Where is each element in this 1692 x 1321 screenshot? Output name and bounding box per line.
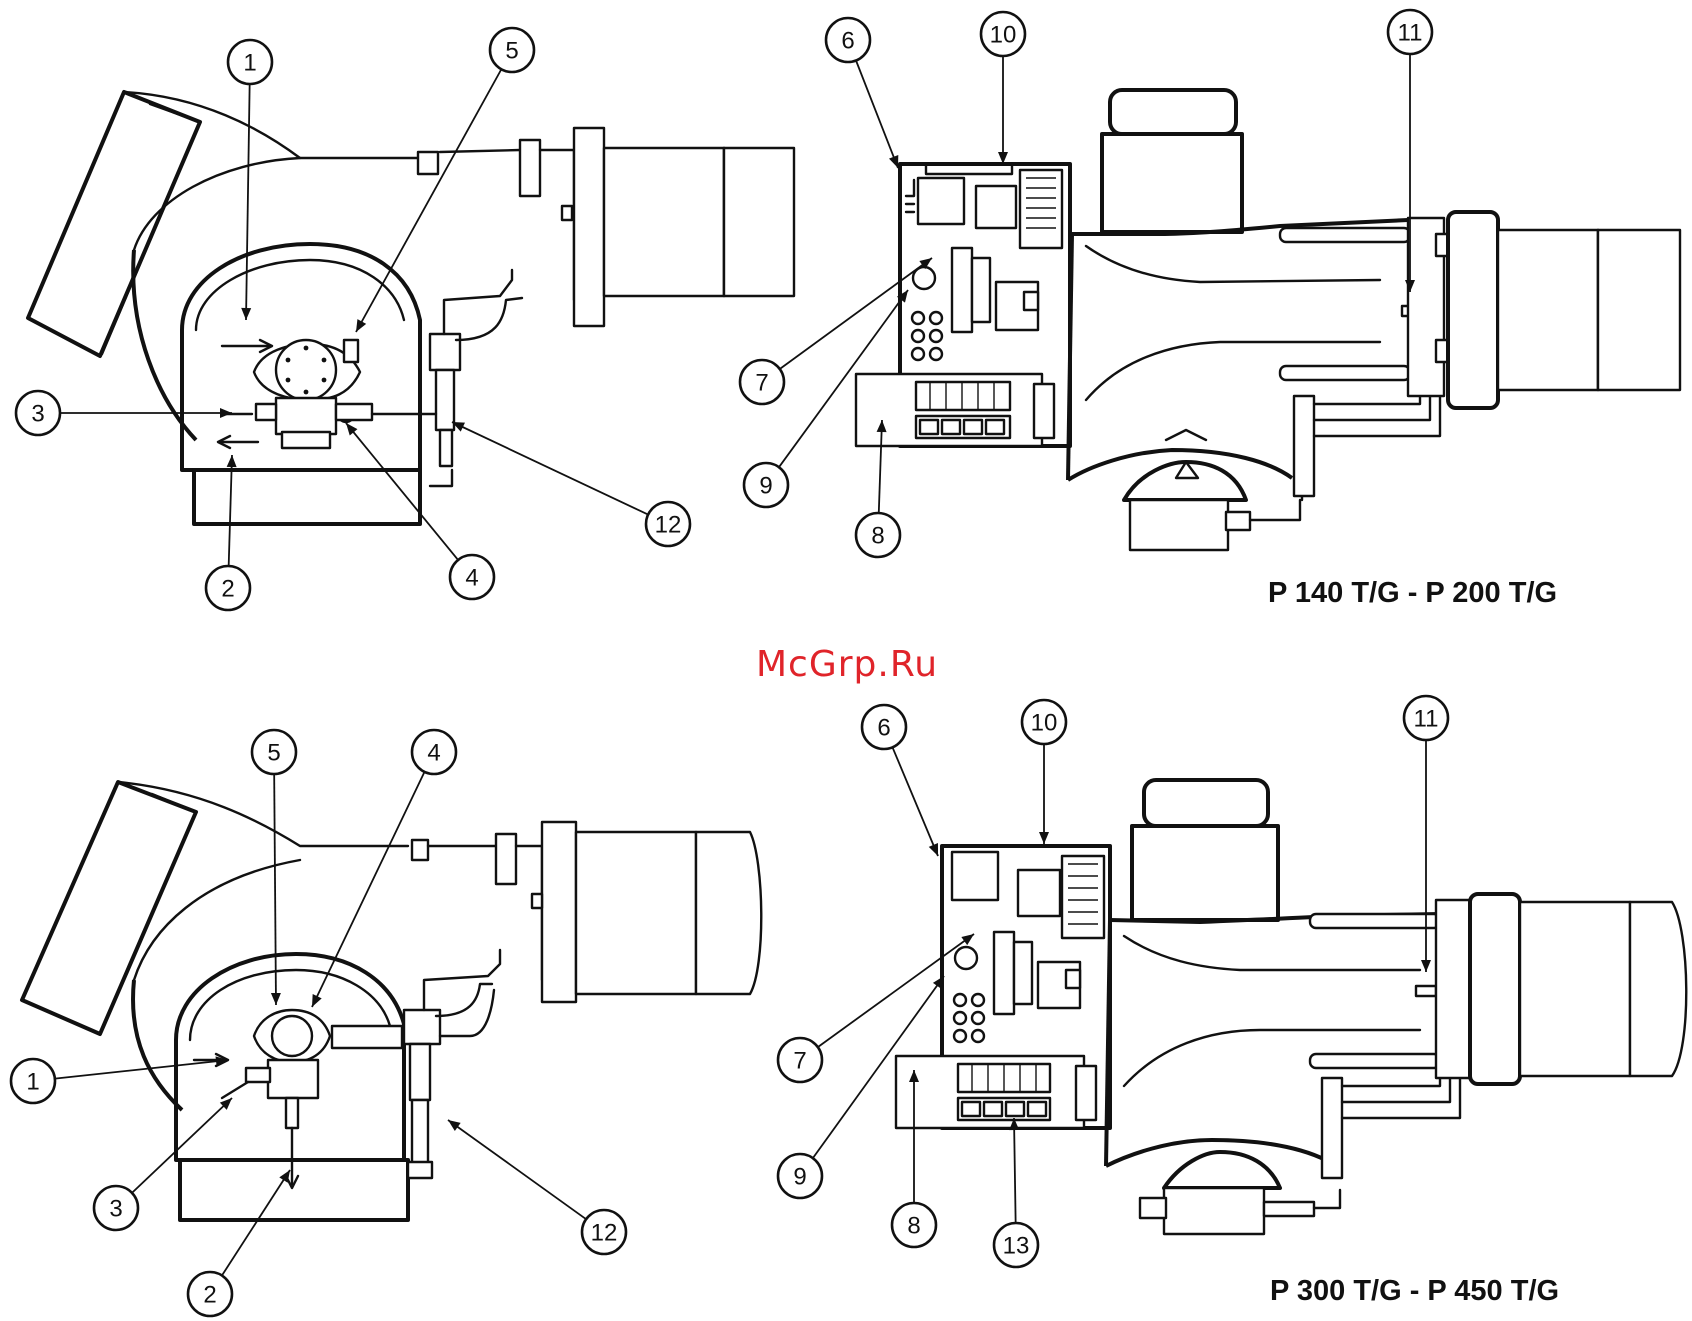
caption-top-model: P 140 T/G - P 200 T/G — [1268, 577, 1557, 609]
callout-top-right-10: 10 — [981, 12, 1025, 164]
callout-arrowhead — [241, 308, 251, 320]
callout-number: 9 — [793, 1164, 806, 1191]
callout-number: 6 — [877, 715, 890, 742]
burner-bottom-left-drawing — [22, 782, 761, 1220]
callout-bottom-left-4: 4 — [312, 730, 456, 1007]
callout-number: 2 — [221, 576, 234, 603]
callout-bottom-right-10: 10 — [1022, 700, 1066, 844]
callout-number: 8 — [871, 523, 884, 550]
callout-number: 13 — [1003, 1233, 1030, 1260]
callout-number: 12 — [591, 1220, 618, 1247]
callout-number: 4 — [465, 565, 478, 592]
callout-top-left-12: 12 — [452, 422, 690, 546]
callout-number: 5 — [267, 740, 280, 767]
callout-leader-line — [892, 747, 938, 856]
callout-leader-line — [448, 1120, 586, 1219]
callout-bottom-right-13: 13 — [994, 1118, 1038, 1267]
callout-number: 3 — [109, 1196, 122, 1223]
watermark-text: McGrp.Ru — [756, 644, 938, 685]
callout-arrowhead — [961, 934, 974, 945]
callout-number: 7 — [755, 370, 768, 397]
callout-number: 9 — [759, 473, 772, 500]
callout-leader-line — [780, 258, 932, 369]
callout-number: 6 — [841, 28, 854, 55]
callout-bottom-left-2: 2 — [188, 1170, 290, 1316]
callout-arrowhead — [448, 1120, 461, 1131]
callout-number: 3 — [31, 401, 44, 428]
callout-arrowhead — [929, 843, 938, 856]
callout-number: 11 — [1414, 706, 1439, 733]
callout-arrowhead — [889, 155, 898, 168]
burner-top-right-drawing — [856, 90, 1680, 550]
callout-arrowhead — [1039, 832, 1049, 844]
callout-number: 4 — [427, 740, 440, 767]
callout-number: 5 — [505, 38, 518, 65]
callout-number: 2 — [203, 1282, 216, 1309]
callout-leader-line — [356, 69, 501, 332]
callout-top-right-6: 6 — [826, 18, 898, 168]
callout-top-left-3: 3 — [16, 391, 232, 435]
callout-bottom-left-5: 5 — [252, 730, 296, 1005]
callout-top-left-2: 2 — [206, 455, 250, 610]
callout-number: 10 — [990, 22, 1017, 49]
callout-number: 10 — [1031, 710, 1058, 737]
callout-leader-line — [246, 84, 250, 320]
callout-number: 7 — [793, 1048, 806, 1075]
burner-top-left-drawing — [28, 92, 794, 524]
callout-number: 11 — [1398, 20, 1423, 47]
callout-leader-line — [818, 934, 974, 1047]
callout-leader-line — [1014, 1118, 1016, 1223]
callout-number: 12 — [655, 512, 682, 539]
callout-number: 1 — [26, 1069, 39, 1096]
callout-leader-line — [222, 1170, 290, 1276]
callout-leader-line — [856, 60, 898, 168]
callout-leader-line — [55, 1060, 228, 1079]
callout-arrowhead — [271, 993, 281, 1005]
callout-bottom-right-6: 6 — [862, 705, 938, 856]
callout-arrowhead — [1421, 960, 1431, 972]
callout-leader-line — [452, 422, 648, 515]
callout-bottom-left-3: 3 — [94, 1098, 232, 1230]
callout-number: 1 — [243, 50, 256, 77]
callout-leader-line — [312, 772, 425, 1007]
callout-number: 8 — [907, 1213, 920, 1240]
callout-arrowhead — [227, 455, 237, 467]
caption-bottom-model: P 300 T/G - P 450 T/G — [1270, 1275, 1559, 1307]
callout-arrowhead — [220, 408, 232, 418]
callout-bottom-left-1: 1 — [11, 1056, 228, 1103]
callout-bottom-left-12: 12 — [448, 1120, 626, 1254]
